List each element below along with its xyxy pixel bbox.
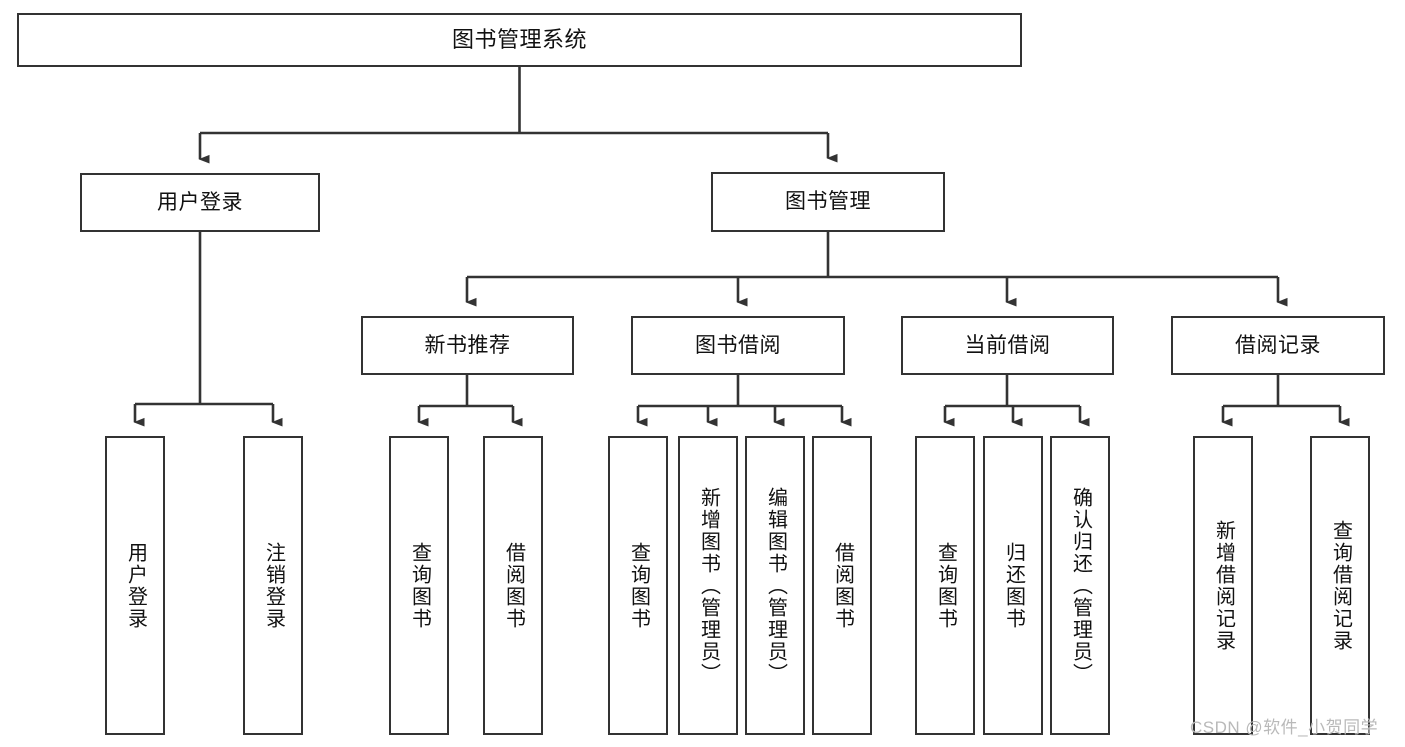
node-label: 新书推荐 (424, 333, 511, 357)
node-label: 查询借阅记录 (1329, 519, 1352, 652)
node-label: 确认归还（管理员） (1069, 486, 1092, 685)
node-label: 查询图书 (934, 541, 957, 630)
node-leaf-user-login[interactable]: 用户登录 (105, 436, 165, 735)
node-label: 用户登录 (157, 190, 243, 214)
node-book-manage[interactable]: 图书管理 (711, 172, 945, 232)
node-label: 查询图书 (627, 541, 650, 630)
node-label: 借阅图书 (831, 541, 854, 630)
node-label: 编辑图书（管理员） (764, 486, 787, 685)
node-label: 注销登录 (262, 541, 285, 630)
node-label: 新增图书（管理员） (697, 486, 720, 685)
node-leaf-borrow-book[interactable]: 借阅图书 (812, 436, 872, 735)
node-leaf-query-book-recommend[interactable]: 查询图书 (389, 436, 449, 735)
node-label: 新增借阅记录 (1212, 519, 1235, 652)
node-leaf-query-book-current[interactable]: 查询图书 (915, 436, 975, 735)
node-label: 图书管理系统 (451, 26, 587, 52)
node-leaf-add-book-admin[interactable]: 新增图书（管理员） (678, 436, 738, 735)
node-borrow-record[interactable]: 借阅记录 (1171, 316, 1385, 375)
node-leaf-add-borrow-record[interactable]: 新增借阅记录 (1193, 436, 1253, 735)
node-leaf-query-book-borrow[interactable]: 查询图书 (608, 436, 668, 735)
node-leaf-query-borrow-record[interactable]: 查询借阅记录 (1310, 436, 1370, 735)
node-label: 借阅图书 (502, 541, 525, 630)
node-label: 借阅记录 (1235, 333, 1321, 357)
csdn-watermark: CSDN @软件_小贺同学 (1190, 718, 1379, 737)
node-label: 图书借阅 (695, 333, 781, 357)
node-book-borrow[interactable]: 图书借阅 (631, 316, 845, 375)
node-leaf-logout[interactable]: 注销登录 (243, 436, 303, 735)
node-label: 归还图书 (1002, 541, 1025, 630)
node-label: 用户登录 (124, 541, 147, 630)
node-current-borrow[interactable]: 当前借阅 (901, 316, 1114, 375)
node-leaf-borrow-book-recommend[interactable]: 借阅图书 (483, 436, 543, 735)
node-user-login[interactable]: 用户登录 (80, 173, 320, 232)
node-root-system[interactable]: 图书管理系统 (17, 13, 1022, 67)
node-label: 图书管理 (785, 190, 871, 214)
node-leaf-return-book[interactable]: 归还图书 (983, 436, 1043, 735)
node-leaf-edit-book-admin[interactable]: 编辑图书（管理员） (745, 436, 805, 735)
node-new-book-recommend[interactable]: 新书推荐 (361, 316, 574, 375)
node-label: 查询图书 (408, 541, 431, 630)
node-leaf-confirm-return-admin[interactable]: 确认归还（管理员） (1050, 436, 1110, 735)
node-label: 当前借阅 (964, 333, 1051, 357)
